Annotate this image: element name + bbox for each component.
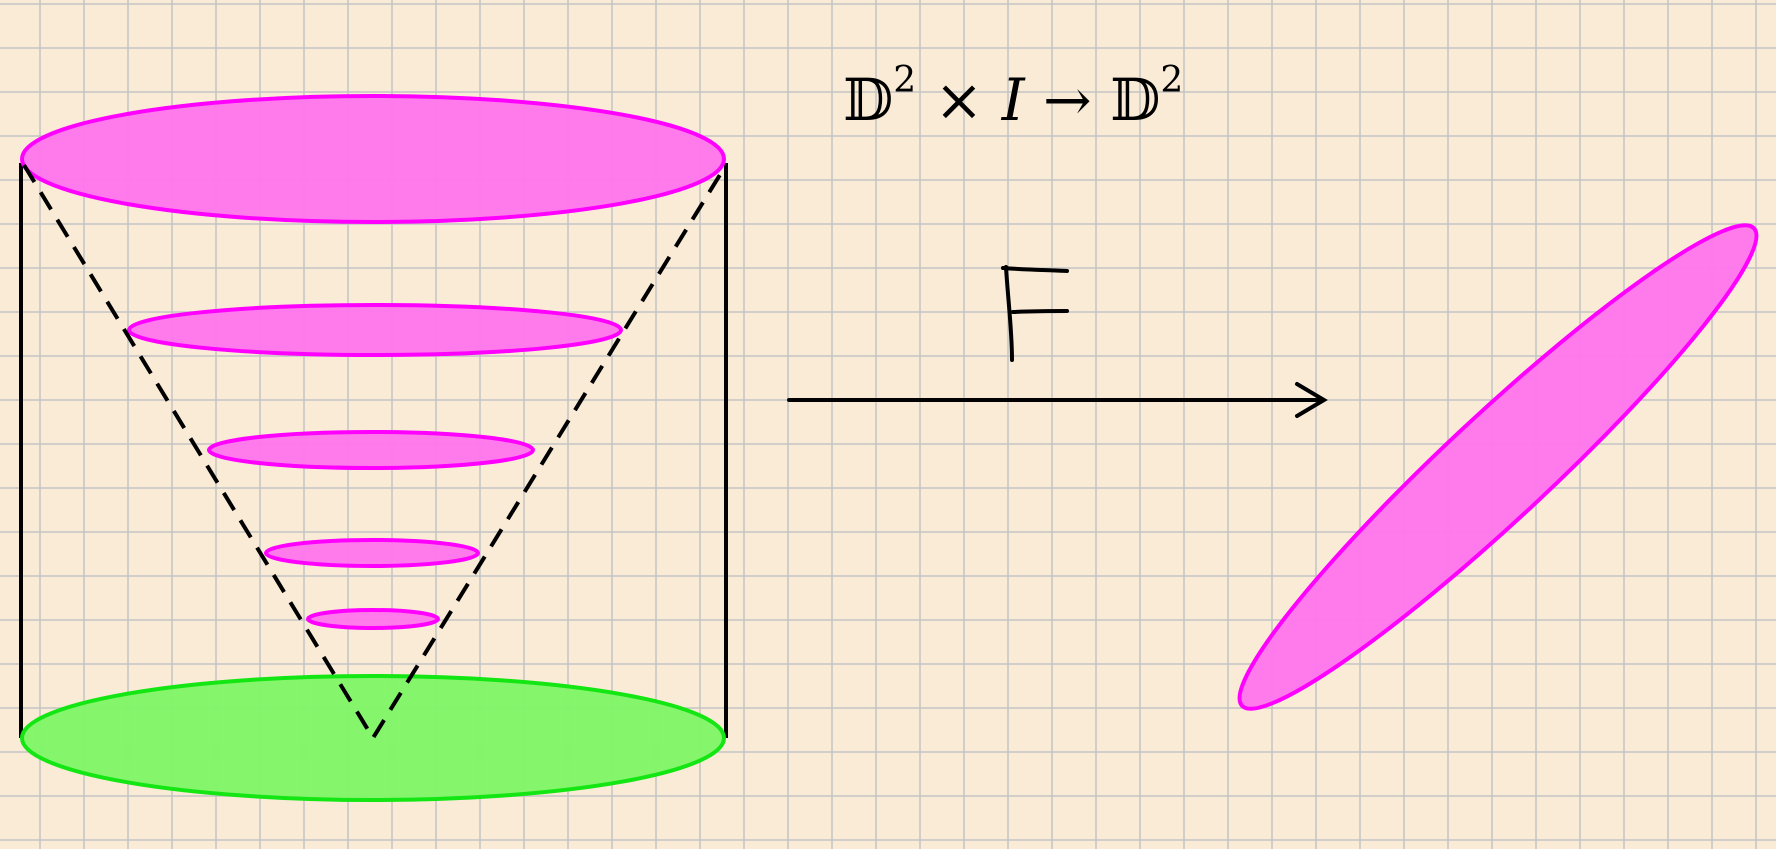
map-label: F	[1036, 349, 1037, 351]
formula-times: ×	[916, 66, 1001, 134]
bottom-disk	[20, 674, 726, 802]
map-label-handwritten	[1001, 265, 1069, 362]
image-disk	[1237, 223, 1759, 711]
top-disk	[20, 94, 726, 224]
formula-exponent-2: 2	[1160, 60, 1183, 101]
slice-disk-3	[264, 538, 480, 568]
formula-title: 𝔻2 × I → 𝔻2	[843, 60, 1183, 134]
arrow-right-icon	[787, 382, 1328, 418]
formula-exponent-1: 2	[893, 60, 916, 101]
slice-disk-2	[207, 430, 535, 470]
formula-base-1: 𝔻	[843, 66, 893, 134]
formula-base-2: 𝔻	[1110, 66, 1160, 134]
formula-arrow: →	[1025, 66, 1110, 134]
formula-interval: I	[1001, 66, 1026, 134]
slice-disk-1	[127, 303, 623, 357]
slice-disk-4	[306, 608, 440, 630]
